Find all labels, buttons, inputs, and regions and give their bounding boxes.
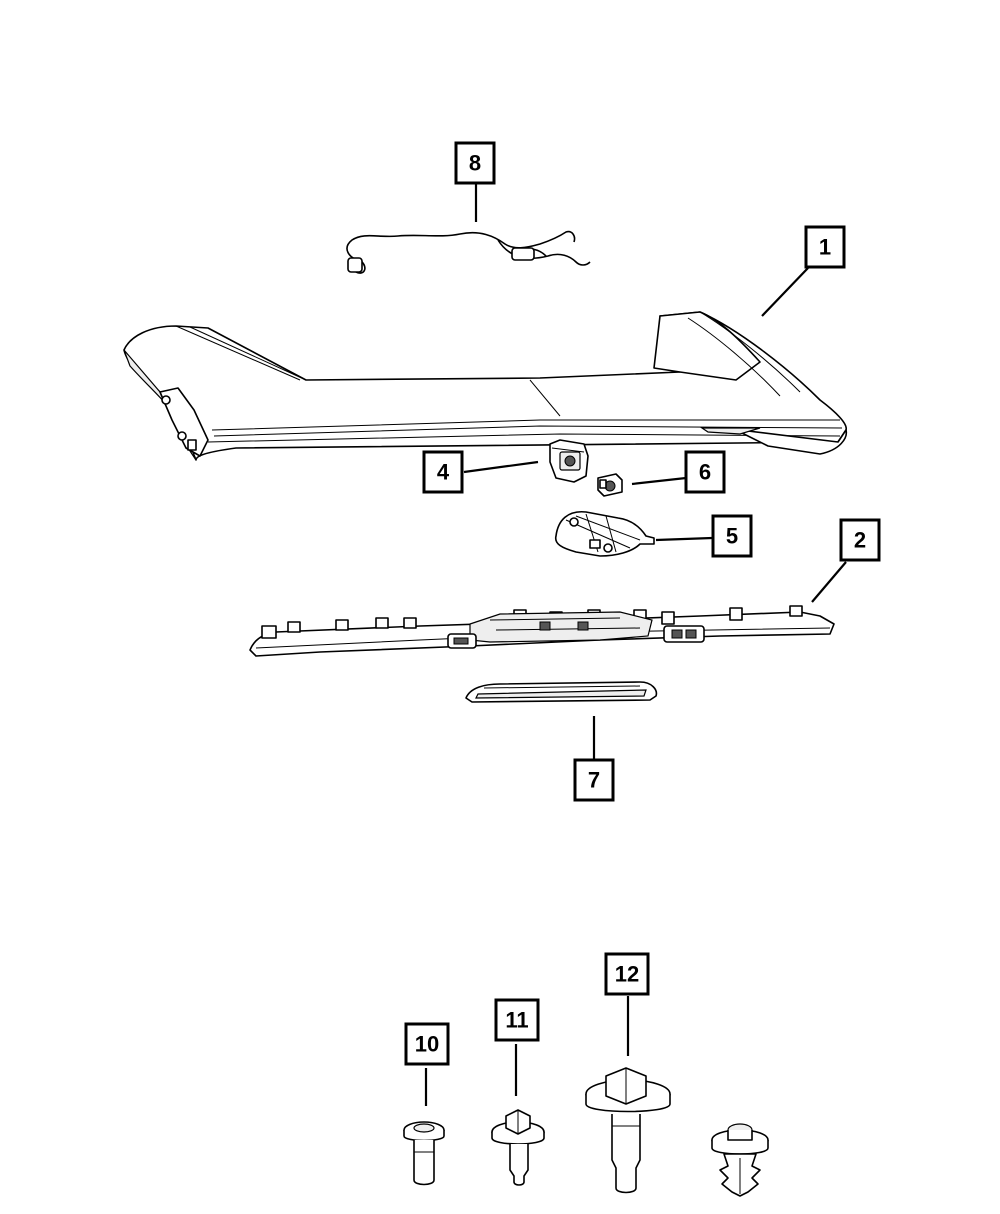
callout-1: 1 — [804, 225, 846, 269]
seal-part-7 — [465, 681, 658, 703]
callout-label-12: 12 — [615, 962, 639, 987]
callout-label-8: 8 — [469, 151, 481, 176]
applique-part-2 — [249, 605, 835, 657]
leader-1 — [761, 267, 809, 317]
screw-part-10 — [403, 1121, 445, 1186]
leader-6 — [631, 476, 687, 486]
push-pin-fastener — [711, 1123, 769, 1197]
callout-label-7: 7 — [588, 768, 600, 793]
leader-lines — [424, 184, 847, 1106]
callout-4: 4 — [422, 450, 464, 494]
callout-2: 2 — [839, 518, 881, 562]
callout-label-10: 10 — [415, 1032, 439, 1057]
leader-4 — [463, 460, 539, 474]
leader-2 — [811, 561, 847, 603]
callout-label-6: 6 — [699, 460, 711, 485]
callout-8: 8 — [454, 141, 496, 185]
callout-label-2: 2 — [854, 528, 866, 553]
callout-7: 7 — [573, 758, 615, 802]
bolt-part-12 — [585, 1067, 671, 1194]
callout-label-11: 11 — [505, 1008, 528, 1033]
mounting-bracket-part-5 — [554, 511, 655, 557]
callout-label-4: 4 — [437, 460, 450, 485]
callout-11: 11 — [494, 998, 540, 1042]
camera-part-6 — [597, 473, 623, 497]
callout-label-5: 5 — [726, 524, 738, 549]
callout-6: 6 — [684, 450, 726, 494]
wiring-harness-part-8 — [346, 230, 591, 274]
callout-5: 5 — [711, 514, 753, 558]
callout-12: 12 — [604, 952, 650, 996]
camera-bracket-part-4 — [549, 439, 589, 483]
spoiler-part-1 — [123, 311, 848, 461]
bolt-part-11 — [491, 1109, 545, 1186]
callout-10: 10 — [404, 1022, 450, 1066]
callout-label-1: 1 — [819, 235, 831, 260]
leader-5 — [655, 536, 713, 542]
